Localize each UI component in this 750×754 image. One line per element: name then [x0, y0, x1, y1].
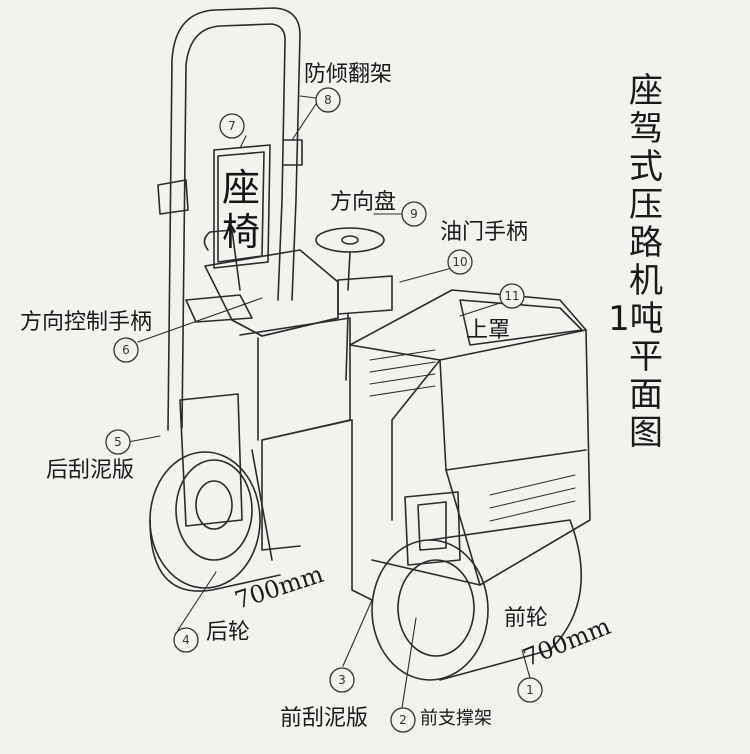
callout-6-circle [113, 337, 139, 363]
callout-7-circle [219, 113, 245, 139]
callout-numbers: 1 2 3 4 5 6 7 8 9 10 11 [114, 93, 534, 727]
callout-8-number: 8 [324, 93, 332, 107]
label-rear-scraper: 后刮泥版 [46, 458, 135, 483]
callout-6-number: 6 [122, 343, 130, 357]
callout-4-circle [173, 627, 199, 653]
label-front-scraper: 前刮泥版 [280, 706, 369, 731]
callout-1-circle [517, 677, 543, 703]
callout-10-number: 10 [452, 255, 467, 269]
callout-10-circle [447, 249, 473, 275]
label-front-wheel: 前轮 [504, 606, 549, 631]
callout-3-number: 3 [338, 673, 346, 687]
title-char-9: 面 [629, 375, 663, 415]
callout-4-number: 4 [182, 633, 190, 647]
callout-7-number: 7 [228, 119, 236, 133]
callout-5-circle [105, 429, 131, 455]
callout-3-circle [329, 667, 355, 693]
callout-circles [105, 87, 543, 733]
leader-lines [127, 95, 531, 709]
vent-grille [369, 349, 576, 522]
callout-11-circle [499, 283, 525, 309]
callout-5-number: 5 [114, 435, 122, 449]
label-direction-handle: 方向控制手柄 [20, 310, 153, 335]
callout-2-number: 2 [399, 713, 407, 727]
front-drum [371, 491, 583, 681]
seat-text-char-1: 座 [222, 166, 261, 210]
title-char-5: 路 [629, 223, 663, 263]
seat-text: 座 椅 [222, 168, 260, 252]
label-rear-wheel: 后轮 [206, 620, 251, 645]
seat [185, 144, 339, 337]
callout-8-circle [315, 87, 341, 113]
title-char-2: 驾 [629, 109, 663, 149]
seat-text-char-2: 椅 [222, 210, 261, 254]
label-top-cover: 上罩 [466, 318, 511, 343]
body [239, 289, 591, 601]
rear-drum [149, 393, 281, 592]
label-rops: 防倾翻架 [304, 62, 393, 87]
steering [315, 227, 393, 381]
label-throttle-handle: 油门手柄 [440, 220, 529, 245]
label-front-support: 前支撑架 [420, 708, 492, 729]
title-char-8: 平 [629, 337, 663, 377]
label-steering-wheel: 方向盘 [330, 190, 397, 215]
callout-1-number: 1 [526, 683, 534, 697]
title-char-10: 图 [629, 413, 663, 453]
title-char-1: 座 [629, 71, 663, 111]
title-char-7: 1吨 [608, 299, 664, 339]
title-char-4: 压 [629, 185, 663, 225]
callout-9-circle [401, 201, 427, 227]
callout-11-number: 11 [504, 289, 519, 303]
callout-2-circle [390, 707, 416, 733]
title-char-3: 式 [629, 147, 663, 187]
page-title: 座 驾 式 压 路 机 1吨 平 面 图 [608, 71, 670, 453]
rops-frame [157, 7, 303, 431]
title-char-6: 机 [629, 261, 663, 301]
callout-9-number: 9 [410, 207, 418, 221]
